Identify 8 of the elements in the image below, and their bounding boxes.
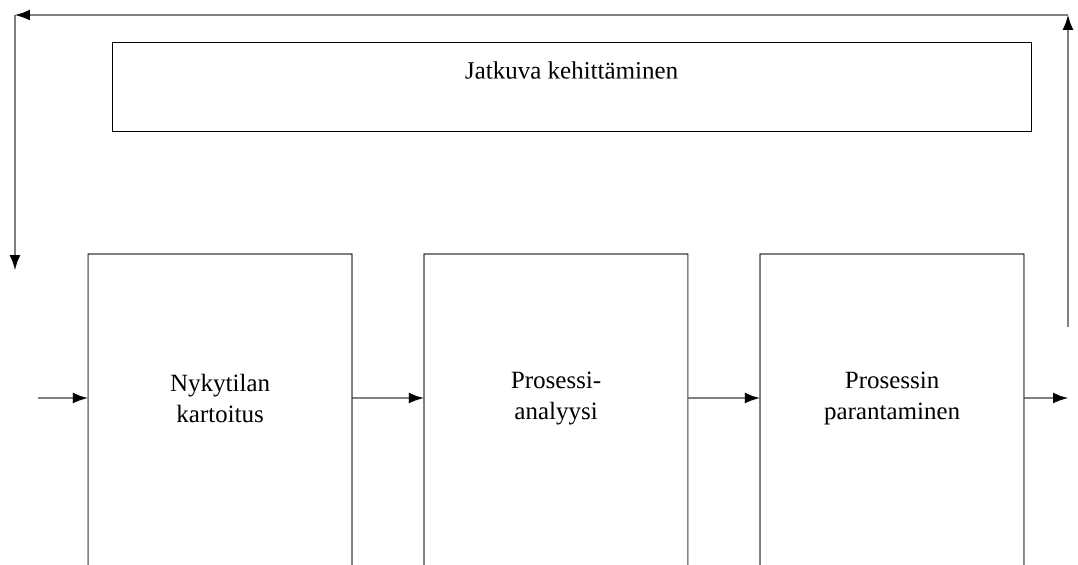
process-box: Prosessi-analyysi [423,253,689,565]
process-box: Nykytilan kartoitus [87,253,353,565]
arrow [687,392,759,404]
process-box: Prosessin parantaminen [759,253,1025,565]
title-box: Jatkuva kehittäminen [112,42,1032,132]
arrow [1023,392,1067,404]
arrow [37,392,87,404]
arrow [351,392,423,404]
